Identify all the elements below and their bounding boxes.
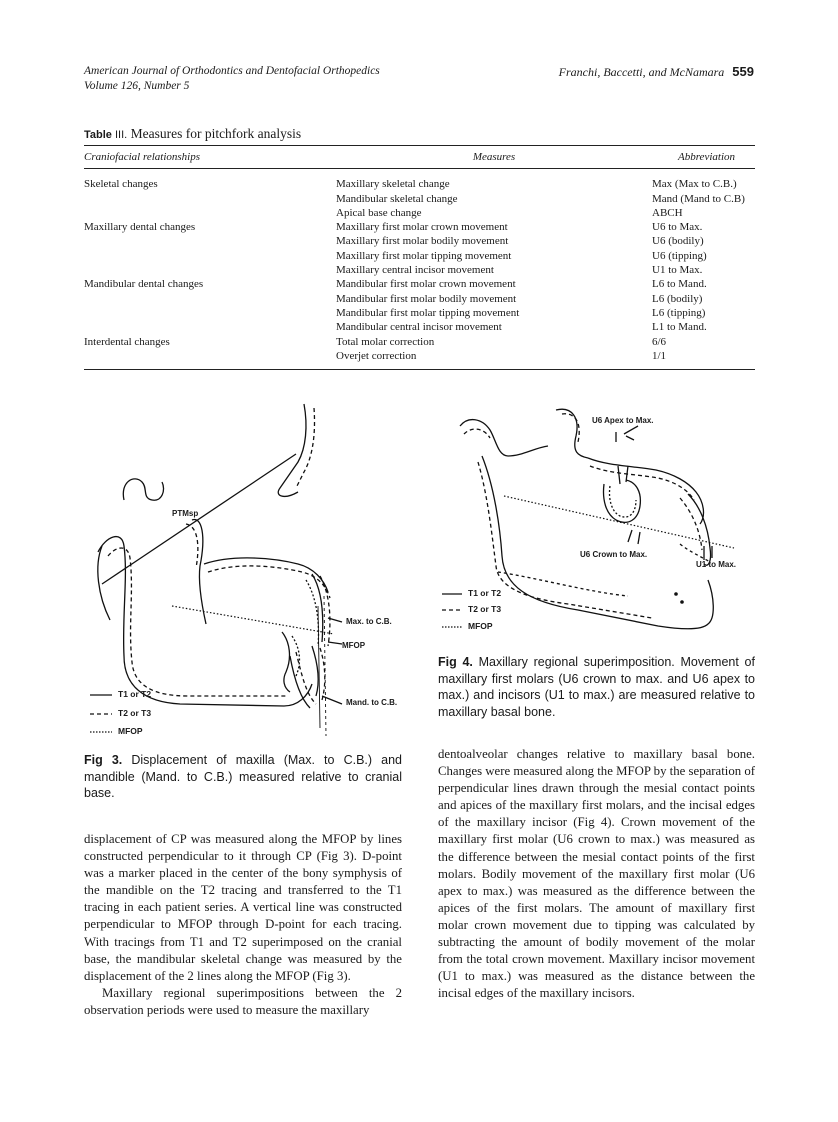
fig3-caption-text: Displacement of maxilla (Max. to C.B.) a… (84, 753, 402, 800)
fig4-label-u1: U1 to Max. (696, 560, 737, 569)
table-caption: Measures for pitchfork analysis (130, 126, 302, 141)
fig3-label-ptm: PTMsp (172, 509, 199, 518)
table-title: Table III. Measures for pitchfork analys… (84, 126, 301, 142)
fig4-caption-label: Fig 4. (438, 655, 473, 669)
fig4-tracing-drawing (442, 408, 735, 630)
author-names: Franchi, Baccetti, and McNamara (558, 65, 725, 79)
fig4-caption: Fig 4. Maxillary regional superimpositio… (438, 654, 755, 720)
fig3-label-mand-cb: Mand. to C.B. (346, 698, 398, 707)
table-header-row: Craniofacial relationships Measures Abbr… (84, 144, 755, 170)
figure-4: U6 Apex to Max. U6 Crown to Max. U1 to M… (438, 396, 756, 646)
fig3-caption-label: Fig 3. (84, 753, 123, 767)
page-number: 559 (732, 64, 754, 79)
fig3-legend-mfop: MFOP (118, 726, 143, 736)
fig3-caption: Fig 3. Displacement of maxilla (Max. to … (84, 752, 402, 802)
body-paragraph: Maxillary regional superimpositions betw… (84, 985, 402, 1017)
column-header: Measures (336, 144, 652, 170)
fig3-tracing-drawing (90, 403, 343, 737)
fig4-legend-solid: T1 or T2 (468, 588, 502, 598)
fig4-legend-mfop: MFOP (468, 621, 493, 631)
column-header: Abbreviation (652, 144, 755, 170)
journal-header: American Journal of Orthodontics and Den… (84, 64, 380, 94)
fig3-label-mfop: MFOP (342, 641, 366, 650)
measures-table: Craniofacial relationships Measures Abbr… (84, 144, 755, 371)
fig4-label-u6-crown: U6 Crown to Max. (580, 550, 648, 559)
fig3-label-max-cb: Max. to C.B. (346, 617, 392, 626)
body-left-column: displacement of CP was measured along th… (84, 831, 402, 1019)
column-header: Craniofacial relationships (84, 144, 336, 170)
page-header-right: Franchi, Baccetti, and McNamara 559 (559, 64, 754, 80)
table-number: III. (114, 129, 128, 141)
fig3-legend-dashed: T2 or T3 (118, 708, 152, 718)
table-label: Table (84, 129, 112, 141)
fig4-label-u6-apex: U6 Apex to Max. (592, 416, 654, 425)
fig4-caption-text: Maxillary regional superimposition. Move… (438, 655, 755, 719)
fig4-legend-dashed: T2 or T3 (468, 604, 502, 614)
body-paragraph: dentoalveolar changes relative to maxill… (438, 747, 755, 1001)
journal-volume: Volume 126, Number 5 (84, 80, 190, 92)
body-right-column: dentoalveolar changes relative to maxill… (438, 746, 755, 1002)
body-paragraph: displacement of CP was measured along th… (84, 832, 402, 983)
journal-title: American Journal of Orthodontics and Den… (84, 65, 380, 77)
fig3-legend-solid: T1 or T2 (118, 689, 152, 699)
figure-3: PTMsp Max. to C.B. MFOP Mand. to C.B. T1… (84, 396, 414, 741)
